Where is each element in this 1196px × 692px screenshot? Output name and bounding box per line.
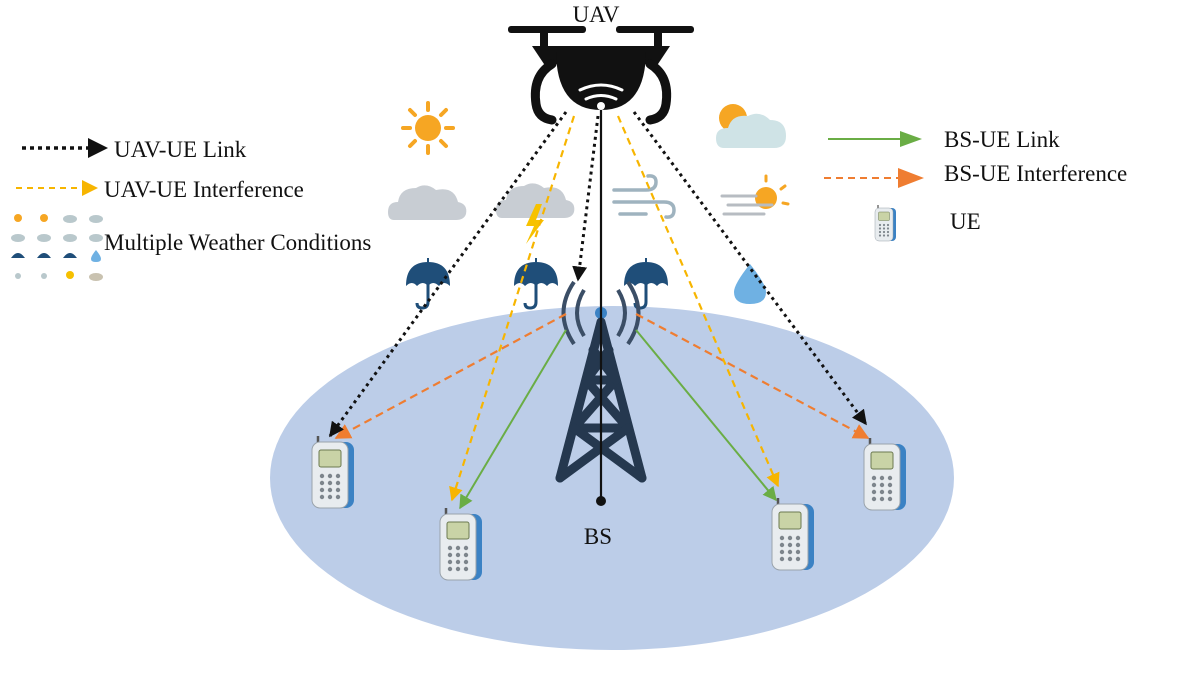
uav-ue-links — [328, 111, 868, 438]
legend-uav-ue-link: UAV-UE Link — [114, 137, 247, 162]
thunderstorm-icon — [496, 183, 575, 244]
mobile-phone-icon — [438, 506, 484, 582]
fog-icon — [720, 174, 790, 216]
bs-ue-interference — [334, 313, 870, 439]
legend-weather: Multiple Weather Conditions — [104, 230, 371, 255]
mobile-phone-icon — [770, 496, 816, 572]
legend-left: UAV-UE Link UAV-UE Interference Multiple… — [11, 137, 371, 281]
cloud-icon — [388, 185, 467, 220]
legend-uav-ue-link-arrow — [88, 138, 108, 158]
umbrella-rain-icon — [512, 256, 560, 310]
mobile-phone-icon — [862, 436, 908, 512]
legend-bs-ue-link-arrow — [900, 131, 922, 147]
legend-ue: UE — [950, 209, 981, 234]
legend-bs-ue-link: BS-UE Link — [944, 127, 1060, 152]
mobile-phone-icon — [310, 434, 356, 510]
weather-icons — [388, 101, 790, 310]
legend-right: BS-UE Link BS-UE Interference UE — [824, 127, 1127, 242]
water-drop-icon — [734, 264, 766, 304]
weather-icon-grid — [11, 214, 103, 281]
sun-icon — [401, 101, 455, 155]
bs-ue-links — [459, 329, 777, 510]
wind-icon — [612, 174, 676, 219]
legend-bs-ue-interference: BS-UE Interference — [944, 161, 1127, 186]
bs-label: BS — [584, 524, 612, 549]
uav-label: UAV — [573, 2, 620, 27]
drone-icon — [508, 26, 694, 125]
uav-bs-line — [596, 110, 606, 506]
partly-cloudy-icon — [716, 104, 786, 148]
legend-ue-icon — [874, 204, 897, 242]
legend-bs-ue-interference-arrow — [898, 168, 924, 188]
cell-tower-icon — [555, 280, 647, 483]
legend-uav-ue-interference: UAV-UE Interference — [104, 177, 304, 202]
legend-uav-ue-interference-arrow — [82, 180, 98, 196]
